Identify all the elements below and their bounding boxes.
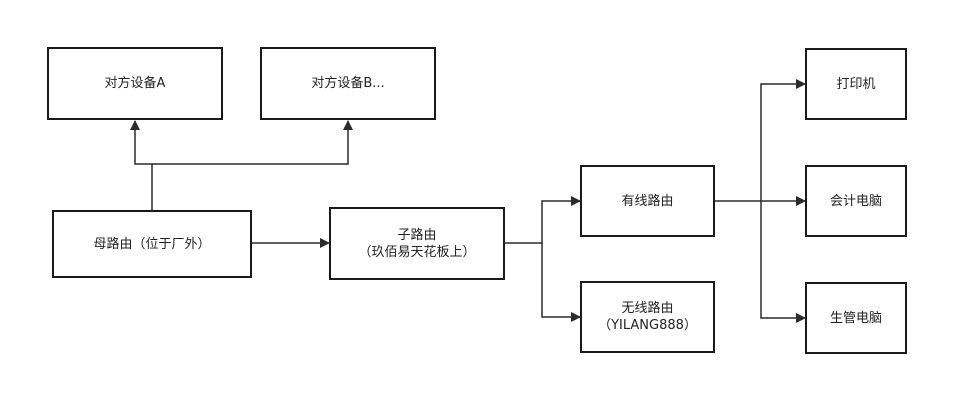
node-accounting-pc: 会计电脑 [805, 165, 907, 237]
edge-sub-router-to-wired-router [505, 196, 581, 244]
node-printer: 打印机 [805, 48, 907, 120]
node-device-a: 对方设备A [47, 47, 223, 120]
node-wireless-router-sublabel: （YILANG888） [598, 318, 697, 333]
node-production-pc: 生管电脑 [805, 282, 907, 354]
node-production-pc-label: 生管电脑 [829, 310, 882, 326]
node-sub-router: 子路由 （玖佰易天花板上） [329, 207, 505, 280]
edge-sub-router-to-wireless-router [541, 243, 581, 322]
node-printer-label: 打印机 [836, 76, 876, 92]
node-wireless-router-label: 无线路由 [621, 301, 674, 316]
edge-main-router-to-device-a [130, 120, 153, 211]
node-sub-router-label: 子路由 [397, 227, 437, 243]
node-main-router-label: 母路由（位于厂外） [93, 236, 211, 252]
node-device-b-label: 对方设备B... [311, 76, 385, 91]
edge-wired-router-to-printer [715, 79, 806, 202]
node-wired-router-label: 有线路由 [621, 193, 674, 209]
node-device-a-label: 对方设备A [104, 76, 166, 91]
node-accounting-pc-label: 会计电脑 [829, 193, 882, 209]
node-main-router: 母路由（位于厂外） [52, 210, 252, 278]
node-wired-router: 有线路由 [580, 165, 715, 237]
edge-main-router-to-device-b [152, 120, 353, 165]
node-device-b: 对方设备B... [260, 47, 436, 120]
edge-wired-router-to-production-pc [760, 201, 806, 323]
node-sub-router-sublabel: （玖佰易天花板上） [358, 244, 476, 260]
node-wireless-router: 无线路由 （YILANG888） [580, 281, 715, 353]
